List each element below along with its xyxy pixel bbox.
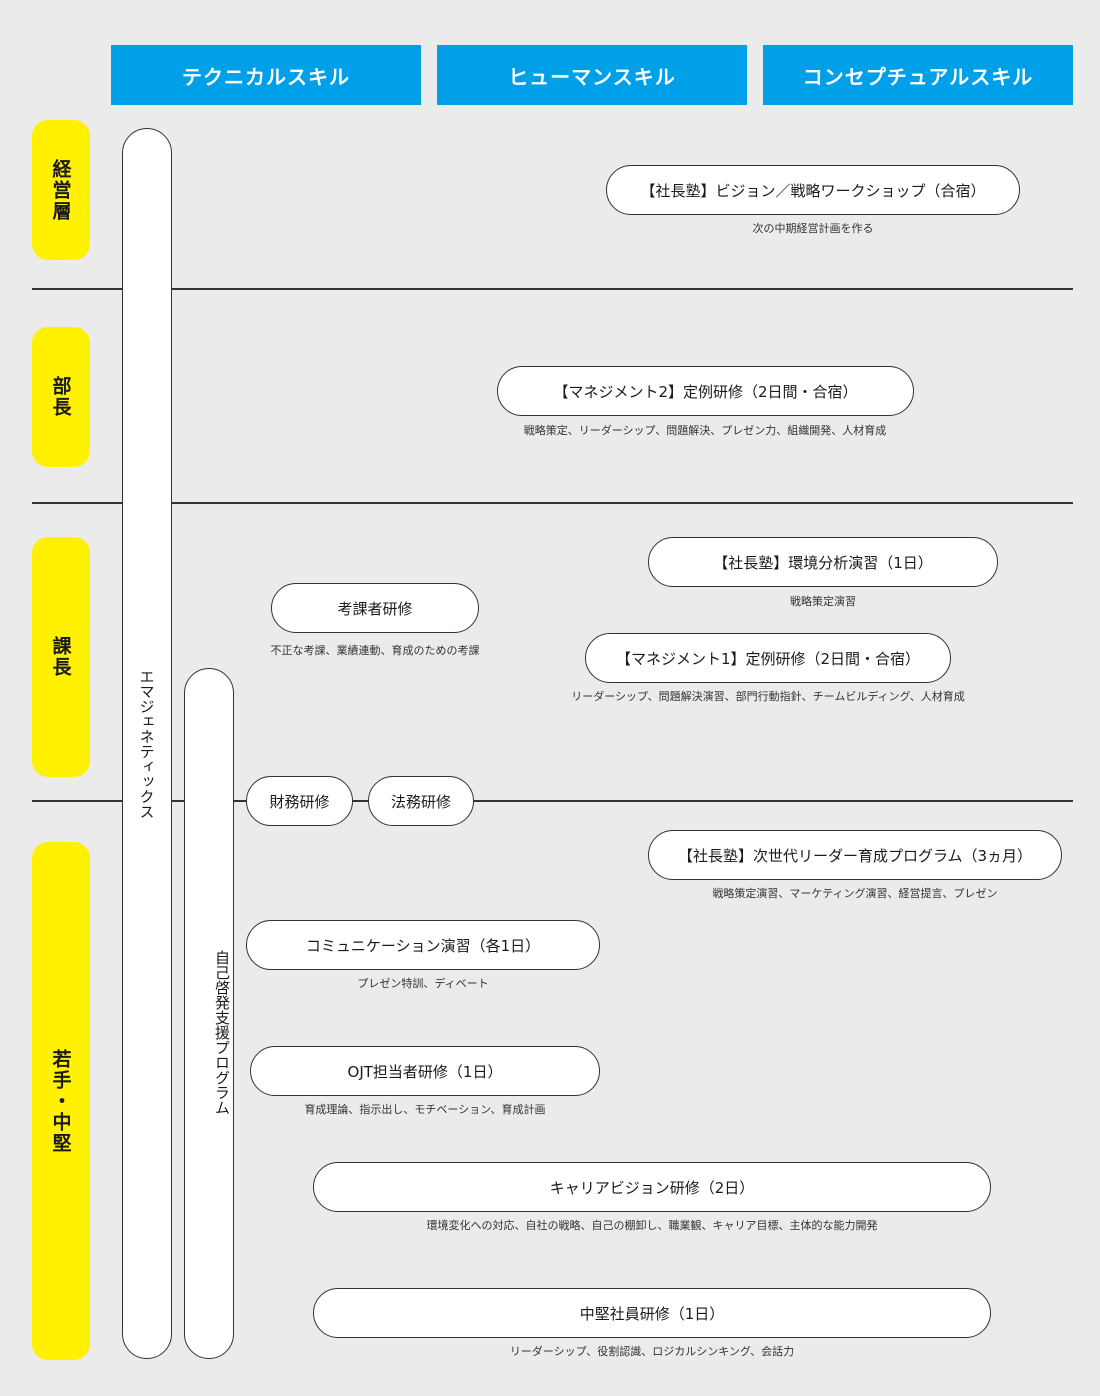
program-president-next-leader: 【社長塾】次世代リーダー育成プログラム（3ヵ月） — [648, 830, 1062, 880]
program-ojt-trainer: OJT担当者研修（1日） — [250, 1046, 600, 1096]
program-president-vision-workshop: 【社長塾】ビジョン／戦略ワークショップ（合宿） — [606, 165, 1020, 215]
program-finance-training: 財務研修 — [246, 776, 353, 826]
header-human-skill: ヒューマンスキル — [437, 45, 747, 105]
program-career-vision: キャリアビジョン研修（2日） — [313, 1162, 991, 1212]
self-development-label: 自己啓発支援プログラム — [213, 950, 231, 1115]
program-desc: リーダーシップ、問題解決演習、部門行動指針、チームビルディング、人材育成 — [571, 690, 965, 703]
header-technical-skill: テクニカルスキル — [111, 45, 421, 105]
emergenetics-bar: エマジェネティックス — [122, 128, 172, 1359]
program-desc: 戦略策定、リーダーシップ、問題解決、プレゼン力、組織開発、人材育成 — [523, 424, 887, 437]
program-desc: リーダーシップ、役割認識、ロジカルシンキング、会話力 — [509, 1345, 795, 1358]
level-divider — [32, 502, 1073, 504]
program-management1-training: 【マネジメント1】定例研修（2日間・合宿） — [585, 633, 951, 683]
level-section-manager: 課長 — [32, 537, 90, 777]
self-development-bar: 自己啓発支援プログラム — [184, 668, 234, 1359]
program-legal-training: 法務研修 — [368, 776, 474, 826]
level-general-manager: 部長 — [32, 327, 90, 467]
program-desc: 戦略策定演習、マーケティング演習、経営提言、プレゼン — [712, 887, 998, 900]
program-desc: 次の中期経営計画を作る — [752, 222, 874, 235]
program-evaluator-training: 考課者研修 — [271, 583, 479, 633]
program-desc: 育成理論、指示出し、モチベーション、育成計画 — [304, 1103, 546, 1116]
emergenetics-label: エマジェネティックス — [137, 668, 156, 819]
level-divider — [32, 800, 1073, 802]
program-communication-exercise: コミュニケーション演習（各1日） — [246, 920, 600, 970]
program-president-environment-analysis: 【社長塾】環境分析演習（1日） — [648, 537, 998, 587]
program-desc: プレゼン特訓、ディベート — [357, 977, 489, 990]
program-desc: 不正な考課、業績連動、育成のための考課 — [270, 644, 480, 657]
level-young-midlevel: 若手・中堅 — [32, 842, 90, 1360]
level-divider — [32, 288, 1073, 290]
level-executive: 経営層 — [32, 120, 90, 260]
header-conceptual-skill: コンセプチュアルスキル — [763, 45, 1073, 105]
program-desc: 戦略策定演習 — [790, 595, 856, 608]
program-desc: 環境変化への対応、自社の戦略、自己の棚卸し、職業観、キャリア目標、主体的な能力開… — [426, 1219, 878, 1232]
program-midlevel-employee: 中堅社員研修（1日） — [313, 1288, 991, 1338]
program-management2-training: 【マネジメント2】定例研修（2日間・合宿） — [497, 366, 914, 416]
